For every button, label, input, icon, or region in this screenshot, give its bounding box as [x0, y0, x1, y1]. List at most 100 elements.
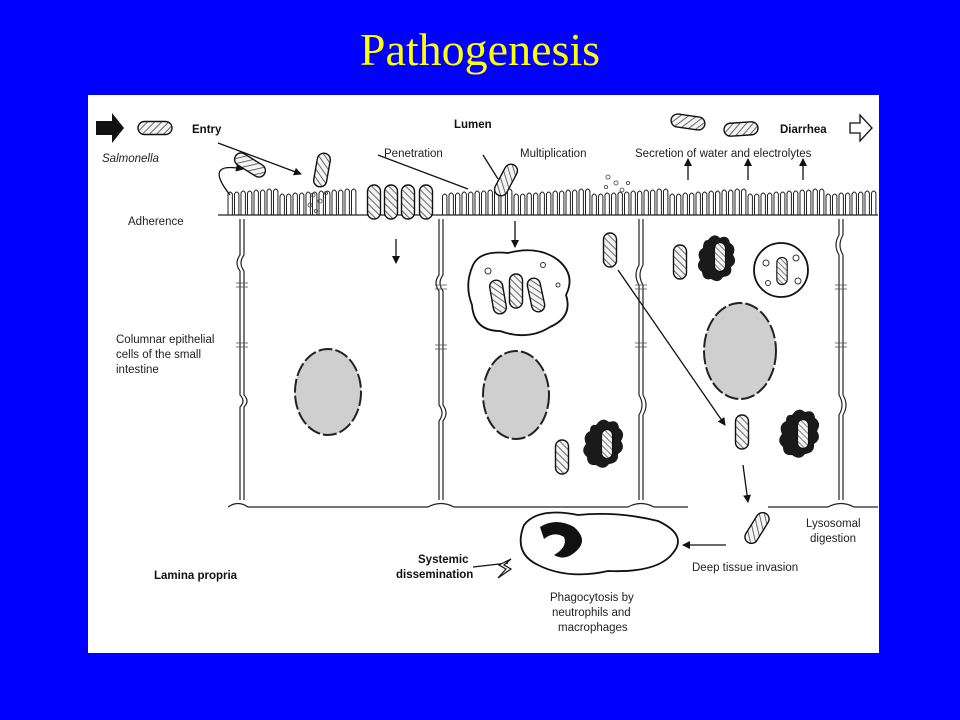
label-adherence: Adherence: [128, 216, 184, 228]
microvillus: [305, 191, 311, 215]
microvillus: [864, 190, 870, 215]
label-secretion: Secretion of water and electrolytes: [635, 148, 812, 160]
microvillus: [260, 189, 266, 215]
microvillus: [741, 188, 747, 215]
microvillus: [559, 190, 565, 215]
phagocytic-vacuole: [753, 242, 809, 298]
microvillus: [552, 190, 558, 215]
salmonella-bacteria: [137, 112, 773, 555]
microvillus: [273, 188, 279, 215]
label-lamina-propria: Lamina propria: [154, 570, 238, 582]
label-multiplication: Multiplication: [520, 148, 586, 160]
microvillus: [721, 189, 727, 215]
microvillus: [793, 190, 799, 215]
microvillus: [799, 189, 805, 215]
label-systemic-2: dissemination: [396, 569, 473, 581]
label-deep-tissue: Deep tissue invasion: [692, 562, 798, 574]
microvillus: [637, 190, 643, 215]
microvillus: [299, 192, 305, 215]
microvillus: [539, 191, 545, 215]
microvillus: [728, 189, 734, 215]
microvillus: [760, 192, 766, 215]
salmonella-pathogenesis-diagram: Entry Salmonella Adherence Lumen Penetra…: [88, 95, 879, 653]
cell-nuclei: [294, 302, 777, 440]
label-penetration: Penetration: [384, 148, 443, 160]
microvillus: [526, 192, 532, 215]
microvillus: [832, 193, 838, 215]
microvillus: [689, 192, 695, 215]
microvillus: [773, 191, 779, 215]
microvillus: [292, 192, 298, 215]
microvillus: [546, 191, 552, 215]
microvillus: [650, 189, 656, 215]
microvillus: [825, 193, 831, 215]
microvillus: [624, 191, 630, 215]
label-phagocytosis-3: macrophages: [558, 622, 628, 634]
label-columnar-1: Columnar epithelial: [116, 334, 214, 346]
microvillus: [754, 193, 760, 215]
microvillus: [656, 188, 662, 215]
microvillus: [669, 193, 675, 215]
microvillus: [591, 193, 597, 215]
microvillus: [578, 188, 584, 215]
microvillus: [611, 192, 617, 215]
microvillus: [708, 190, 714, 215]
microvillus: [845, 192, 851, 215]
microvillus: [786, 190, 792, 215]
label-lysosomal-2: digestion: [810, 533, 856, 545]
label-salmonella: Salmonella: [102, 153, 159, 165]
label-columnar-2: cells of the small: [116, 349, 201, 361]
microvillus: [474, 190, 480, 215]
microvillus: [572, 189, 578, 215]
microvillus: [604, 192, 610, 215]
diagram-canvas: Entry Salmonella Adherence Lumen Penetra…: [96, 112, 878, 634]
label-systemic-1: Systemic: [418, 554, 469, 566]
outline-arrows: [96, 113, 873, 579]
microvillus: [513, 193, 519, 215]
microvillus: [234, 191, 240, 215]
microvillus: [455, 192, 461, 215]
microvillus: [780, 191, 786, 215]
microvillus: [747, 193, 753, 215]
label-entry: Entry: [192, 124, 222, 136]
microvillus: [487, 189, 493, 215]
label-lysosomal-1: Lysosomal: [806, 518, 861, 530]
microvillus: [286, 193, 292, 215]
microvillus: [247, 190, 253, 215]
process-arrows: [217, 142, 807, 568]
microvillus: [682, 192, 688, 215]
microvillus: [227, 191, 233, 215]
microvillus: [851, 191, 857, 215]
microvillus: [468, 191, 474, 215]
microvillus: [767, 192, 773, 215]
microvillus: [585, 188, 591, 215]
microvilli-brush-border: [227, 188, 877, 215]
phagocyte-cell: [519, 511, 679, 576]
microvillus: [695, 191, 701, 215]
microvillus: [351, 188, 357, 215]
label-phagocytosis-1: Phagocytosis by: [550, 592, 634, 604]
microvillus: [598, 193, 604, 215]
diagram-labels: Entry Salmonella Adherence Lumen Penetra…: [102, 119, 861, 634]
microvillus: [344, 188, 350, 215]
microvillus: [533, 192, 539, 215]
microvillus: [676, 193, 682, 215]
microvillus: [630, 190, 636, 215]
microvillus: [819, 188, 825, 215]
microvillus: [507, 188, 513, 215]
label-lumen: Lumen: [454, 119, 492, 131]
microvillus: [702, 191, 708, 215]
microvillus: [331, 189, 337, 215]
microvillus: [279, 193, 285, 215]
microvillus: [806, 189, 812, 215]
microvillus: [312, 191, 318, 215]
microvillus: [520, 193, 526, 215]
microvillus: [871, 190, 877, 215]
microvillus: [715, 190, 721, 215]
microvillus: [461, 191, 467, 215]
vacuole-multiplication: [467, 249, 571, 337]
microvillus: [253, 189, 259, 215]
microvillus: [266, 188, 272, 215]
microvillus: [565, 189, 571, 215]
microvillus: [838, 192, 844, 215]
